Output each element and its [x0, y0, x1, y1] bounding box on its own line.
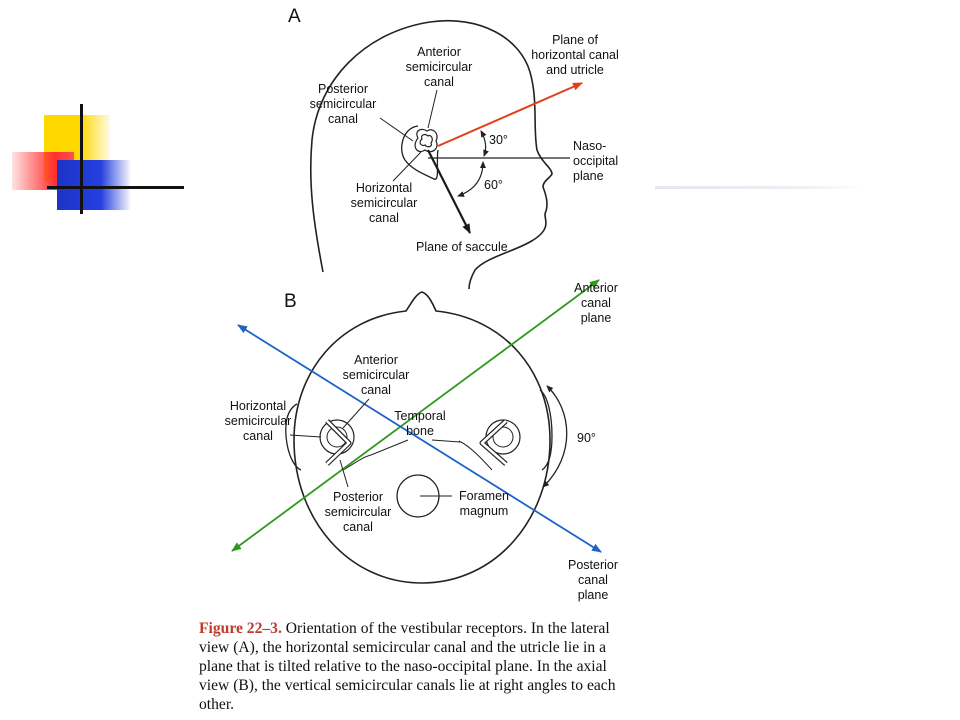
svg-text:semicircular: semicircular	[225, 414, 292, 428]
labyrinth-icon	[414, 128, 438, 153]
panel-b-letter: B	[284, 291, 297, 312]
caption-text: Orientation of the vestibular receptors.…	[199, 620, 616, 713]
svg-text:occipital: occipital	[573, 154, 618, 168]
anterior-leader-a	[427, 89, 438, 129]
posterior-canal-label-b: Posterior semicircular canal	[325, 490, 392, 534]
svg-text:and utricle: and utricle	[546, 63, 604, 77]
angle-90-label: 90°	[577, 431, 596, 445]
posterior-leader-b	[339, 459, 349, 488]
head-profile-outline	[309, 20, 553, 290]
svg-text:semicircular: semicircular	[406, 60, 473, 74]
svg-text:Anterior: Anterior	[417, 45, 461, 59]
temporal-leader-left	[370, 439, 409, 456]
angle-60-label: 60°	[484, 178, 503, 192]
svg-text:Posterior: Posterior	[568, 558, 618, 572]
angle-30-label: 30°	[489, 133, 508, 147]
anterior-leader-b	[342, 398, 370, 429]
angle-90-arc	[542, 385, 568, 488]
svg-text:Plane of: Plane of	[552, 33, 598, 47]
svg-text:Naso-: Naso-	[573, 139, 606, 153]
foramen-magnum-label: Foramen magnum	[459, 489, 509, 518]
utricle-plane-arrow	[437, 82, 583, 147]
anterior-canal-label-b: Anterior semicircular canal	[343, 353, 410, 397]
left-temporal-ridge	[342, 454, 372, 471]
title-rule-decoration	[655, 186, 865, 189]
horizontal-plane-label: Plane of horizontal canal and utricle	[531, 33, 619, 77]
svg-text:Horizontal: Horizontal	[230, 399, 286, 413]
svg-text:Foramen: Foramen	[459, 489, 509, 503]
panel-a: A 30° 60° Anterior semicircular canal Po…	[288, 6, 619, 290]
svg-text:canal: canal	[328, 112, 358, 126]
svg-text:canal: canal	[243, 429, 273, 443]
posterior-leader-a	[379, 117, 414, 142]
svg-text:Posterior: Posterior	[318, 82, 368, 96]
anterior-canal-label-a: Anterior semicircular canal	[406, 45, 473, 89]
temporal-bone-label: Temporal bone	[394, 409, 445, 438]
svg-text:Anterior: Anterior	[574, 281, 618, 295]
svg-text:plane: plane	[578, 588, 609, 602]
svg-text:semicircular: semicircular	[343, 368, 410, 382]
angle-60-arc	[457, 161, 486, 197]
horizontal-line-decoration	[47, 186, 184, 189]
figure-caption: Figure 22–3. Orientation of the vestibul…	[199, 619, 639, 714]
svg-text:Horizontal: Horizontal	[356, 181, 412, 195]
svg-text:plane: plane	[573, 169, 604, 183]
horizontal-leader-a	[392, 151, 422, 182]
svg-text:canal: canal	[369, 211, 399, 225]
angle-30-arc	[480, 130, 489, 157]
temporal-leader-right	[431, 439, 461, 443]
saccule-plane-label: Plane of saccule	[416, 240, 508, 254]
svg-text:canal: canal	[424, 75, 454, 89]
caption-title: Figure 22–3.	[199, 620, 282, 637]
svg-text:canal: canal	[343, 520, 373, 534]
svg-text:Anterior: Anterior	[354, 353, 398, 367]
saccule-plane-arrow	[427, 149, 471, 234]
left-horizontal-canal-ring	[319, 419, 355, 455]
svg-text:semicircular: semicircular	[325, 505, 392, 519]
posterior-canal-plane-label: Posterior canal plane	[568, 558, 618, 602]
horizontal-canal-label-b: Horizontal semicircular canal	[225, 399, 292, 443]
svg-text:semicircular: semicircular	[351, 196, 418, 210]
svg-text:bone: bone	[406, 424, 434, 438]
horizontal-canal-label-a: Horizontal semicircular canal	[351, 181, 418, 225]
posterior-canal-label-a: Posterior semicircular canal	[310, 82, 377, 126]
svg-text:canal: canal	[361, 383, 391, 397]
horizontal-leader-b	[289, 434, 322, 438]
panel-b: B 90° Anterior semicircular canal	[225, 279, 618, 602]
svg-text:plane: plane	[581, 311, 612, 325]
posterior-canal-plane-arrow	[237, 324, 602, 553]
svg-text:magnum: magnum	[460, 504, 509, 518]
panel-a-letter: A	[288, 6, 301, 27]
svg-text:Temporal: Temporal	[394, 409, 445, 423]
anterior-canal-plane-label: Anterior canal plane	[574, 281, 618, 325]
svg-text:canal: canal	[581, 296, 611, 310]
vertical-line-decoration	[80, 104, 83, 214]
blue-square-decoration	[57, 160, 130, 210]
svg-text:Posterior: Posterior	[333, 490, 383, 504]
right-canal-v	[479, 419, 508, 466]
svg-text:horizontal canal: horizontal canal	[531, 48, 619, 62]
svg-text:canal: canal	[578, 573, 608, 587]
naso-occipital-label: Naso- occipital plane	[573, 139, 618, 183]
svg-text:semicircular: semicircular	[310, 97, 377, 111]
